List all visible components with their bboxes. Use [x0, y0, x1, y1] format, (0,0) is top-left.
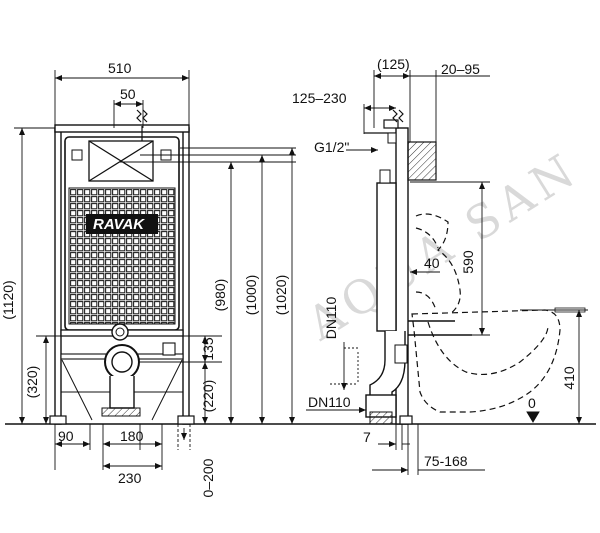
dim-410: 410 — [561, 366, 577, 390]
floor-zero-mark: 0 — [528, 395, 536, 411]
dim-height-320: (320) — [24, 366, 40, 399]
side-view-dimensions — [306, 70, 588, 475]
dn110-upper: DN110 — [323, 297, 339, 340]
dim-width-180: 180 — [120, 428, 144, 444]
front-view-labels: 510 50 (1120) (320) (980) (1000) (1020) … — [0, 60, 289, 497]
brand-logo: RAVAK — [93, 216, 145, 233]
dim-height-1000: (1000) — [243, 275, 259, 315]
watermark-text: AQUA SAN — [297, 141, 589, 351]
dim-width-50: 50 — [120, 86, 136, 102]
dim-height-980: (980) — [212, 279, 228, 312]
dn110-lower: DN110 — [308, 394, 351, 410]
dim-40: 40 — [424, 255, 440, 271]
front-view-dimensions — [14, 70, 296, 470]
watermark: AQUA SAN — [297, 141, 589, 351]
dim-width-510: 510 — [108, 60, 132, 76]
dim-75-168: 75-168 — [424, 453, 468, 469]
dim-height-1020: (1020) — [273, 275, 289, 315]
dim-range-0-200: 0–200 — [200, 458, 216, 497]
side-view-labels: (125) 20–95 125–230 G1/2" 40 590 DN110 D… — [292, 56, 577, 469]
dim-width-90: 90 — [58, 428, 74, 444]
thread-g1-2: G1/2" — [314, 139, 349, 155]
dim-125-230: 125–230 — [292, 90, 347, 106]
dim-width-230: 230 — [118, 470, 142, 486]
dim-20-95: 20–95 — [441, 61, 480, 77]
dim-7: 7 — [363, 429, 371, 445]
dim-125: (125) — [377, 56, 410, 72]
dim-height-1120: (1120) — [0, 280, 16, 319]
brand-logo-plate — [86, 214, 158, 234]
dim-height-135: 135 — [200, 337, 216, 361]
front-view-frame — [49, 109, 195, 425]
dim-590: 590 — [460, 250, 476, 274]
wc-bowl-outline — [411, 213, 561, 413]
dim-height-220: (220) — [200, 380, 216, 413]
